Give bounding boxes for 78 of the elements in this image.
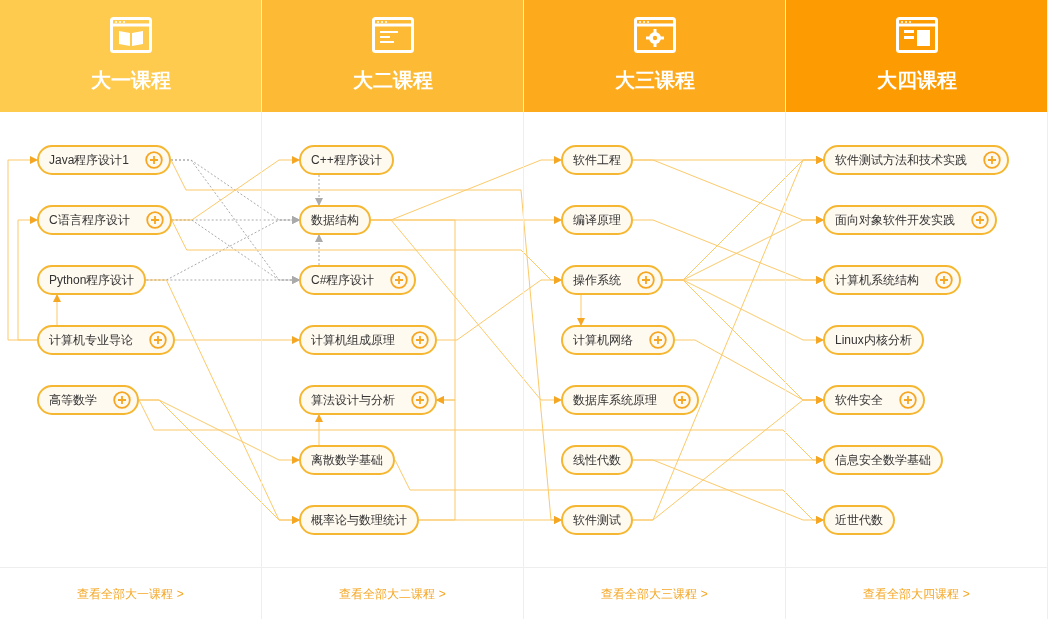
course-pill: [561, 205, 633, 235]
arrow: [17, 216, 38, 341]
course-name: 计算机网络: [573, 332, 634, 349]
course-name: 编译原理: [573, 212, 622, 229]
course-pill: [561, 265, 663, 295]
course-column: [524, 0, 786, 619]
course-name: 计算机专业导论: [49, 332, 134, 349]
arrow: [370, 219, 562, 404]
arrow: [315, 414, 323, 446]
course-name: 软件测试方法和技术实践: [835, 152, 968, 169]
course-pill: [37, 325, 175, 355]
course-name: C++程序设计: [311, 152, 383, 169]
course-name: 软件安全: [835, 392, 884, 409]
column-title: 大四课程: [876, 68, 957, 93]
view-all-link: 查看全部大三课程 >: [601, 585, 708, 603]
course-name: 高等数学: [49, 392, 98, 409]
dashed-arrow: [315, 234, 323, 266]
course-pill: [823, 505, 895, 535]
view-all-link: 查看全部大四课程 >: [863, 585, 970, 603]
course-pill: [561, 385, 699, 415]
course-column: [262, 0, 524, 619]
course-pill: [561, 505, 633, 535]
course-pill: [299, 445, 395, 475]
course-name: 计算机系统结构: [835, 272, 920, 289]
column-title: 大一课程: [90, 68, 171, 93]
course-name: 离散数学基础: [311, 452, 384, 469]
course-name: Java程序设计1: [49, 152, 131, 169]
course-name: C语言程序设计: [49, 212, 131, 229]
course-name: 软件测试: [573, 512, 622, 529]
view-all-link: 查看全部大一课程 >: [77, 585, 184, 603]
course-pill: [299, 145, 394, 175]
arrow: [7, 156, 38, 341]
arrow: [632, 396, 824, 521]
course-name: 信息安全数学基础: [835, 452, 932, 469]
column-title: 大三课程: [614, 68, 695, 93]
course-name: 线性代数: [573, 452, 622, 469]
course-pill: [823, 205, 997, 235]
course-pill: [299, 205, 371, 235]
arrow: [418, 516, 562, 524]
arrow: [138, 399, 300, 524]
course-name: 计算机组成原理: [311, 332, 396, 349]
course-pill: [561, 145, 633, 175]
course-name: 概率论与数理统计: [311, 512, 408, 529]
course-pill: [37, 385, 139, 415]
arrow: [53, 294, 61, 326]
course-pill: [299, 325, 437, 355]
course-pill: [561, 445, 633, 475]
course-name: Linux内核分析: [835, 332, 913, 349]
course-pill: [37, 265, 147, 295]
arrow: [174, 336, 300, 344]
course-name: 算法设计与分析: [311, 392, 396, 409]
course-pill: [299, 265, 417, 295]
course-name: 数据结构: [311, 212, 360, 229]
dashed-arrow: [315, 174, 323, 206]
course-name: 数据库系统原理: [573, 392, 658, 409]
arrow: [632, 459, 824, 524]
course-pill: [299, 385, 437, 415]
course-pill: [823, 385, 925, 415]
view-all-link: 查看全部大二课程 >: [339, 585, 446, 603]
arrow: [577, 294, 585, 326]
course-pill: [299, 505, 419, 535]
course-pill: [823, 265, 961, 295]
course-pill: [37, 205, 172, 235]
course-pill: [37, 145, 172, 175]
course-pill: [561, 325, 675, 355]
course-name: Python程序设计: [49, 272, 136, 289]
column-title: 大二课程: [352, 68, 433, 93]
course-name: 近世代数: [835, 512, 884, 529]
arrow: [436, 276, 562, 341]
course-name: C#程序设计: [311, 272, 376, 289]
course-pill: [823, 445, 943, 475]
course-column: [0, 0, 262, 619]
course-name: 软件工程: [573, 152, 622, 169]
course-name: 操作系统: [573, 272, 622, 289]
course-column: [786, 0, 1048, 619]
course-pill: [823, 145, 1009, 175]
course-name: 面向对象软件开发实践: [835, 212, 956, 229]
course-pill: [823, 325, 924, 355]
